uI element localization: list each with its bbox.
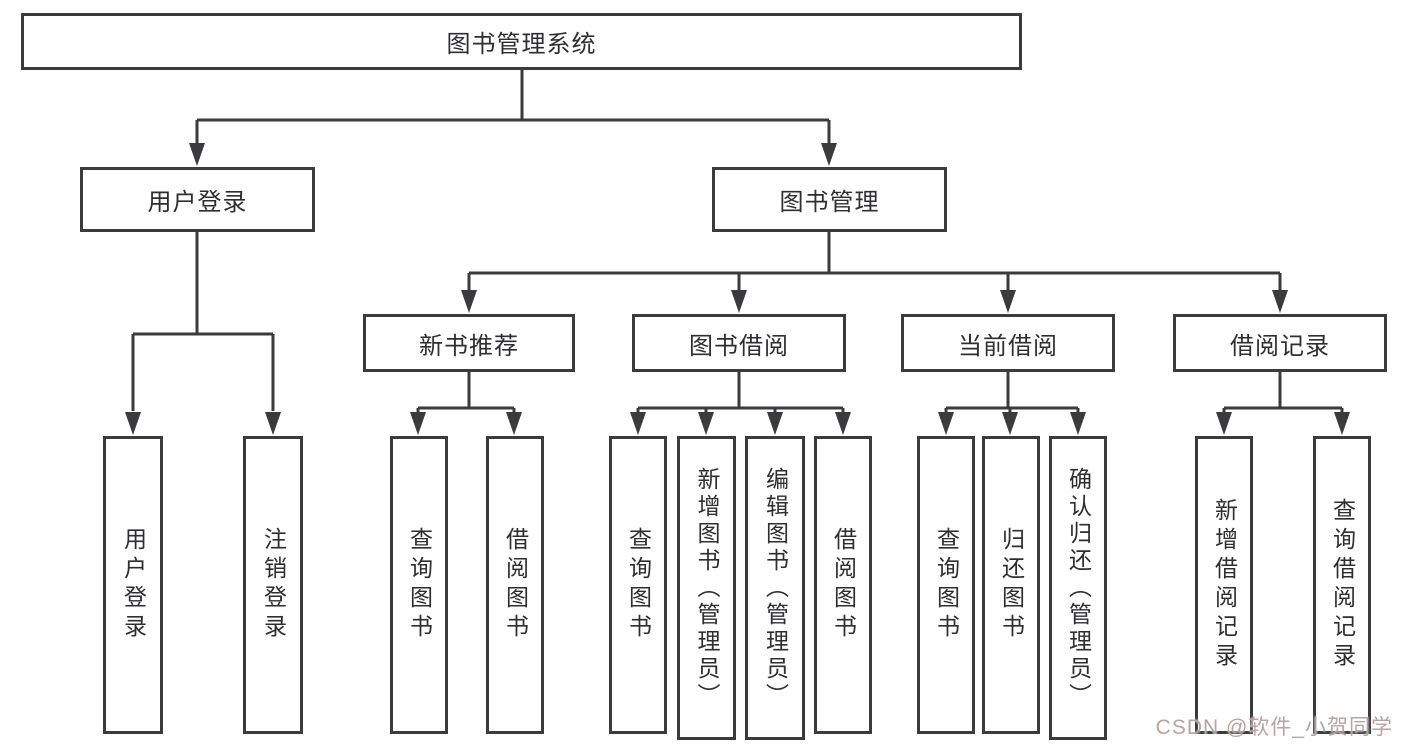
leaf-query-books-current: 查询图书 <box>917 436 975 734</box>
node-label: 确认归还（管理员） <box>1065 466 1092 710</box>
leaf-logout-login: 注销登录 <box>243 436 303 734</box>
node-label: 用户登录 <box>147 189 248 216</box>
node-current-borrow: 当前借阅 <box>901 314 1115 372</box>
node-label: 新书推荐 <box>419 332 519 360</box>
node-book-borrow: 图书借阅 <box>632 314 846 372</box>
leaf-user-login: 用户登录 <box>103 436 163 734</box>
leaf-query-books-borrow: 查询图书 <box>609 436 667 734</box>
node-new-book-recommend: 新书推荐 <box>363 314 575 372</box>
node-label: 图书管理系统 <box>446 31 597 58</box>
node-label: 查询图书 <box>625 527 652 643</box>
node-label: 图书管理 <box>779 189 880 216</box>
node-label: 编辑图书（管理员） <box>762 466 789 710</box>
node-label: 注销登录 <box>260 527 287 643</box>
node-label: 当前借阅 <box>958 332 1058 360</box>
leaf-add-borrow-record: 新增借阅记录 <box>1195 436 1253 734</box>
leaf-borrow-books-recommend: 借阅图书 <box>486 436 544 734</box>
leaf-return-book: 归还图书 <box>982 436 1040 734</box>
leaf-query-borrow-record: 查询借阅记录 <box>1313 436 1371 734</box>
node-user-login: 用户登录 <box>80 167 315 232</box>
arrow-heads <box>125 143 1350 435</box>
node-label: 图书借阅 <box>689 332 789 360</box>
node-book-management: 图书管理 <box>712 167 947 232</box>
node-label: 新增图书（管理员） <box>694 466 720 710</box>
node-borrow-records: 借阅记录 <box>1173 314 1387 372</box>
node-label: 用户登录 <box>120 527 147 643</box>
leaf-edit-book-admin: 编辑图书（管理员） <box>745 436 805 740</box>
node-label: 查询图书 <box>406 527 433 643</box>
node-label: 查询图书 <box>933 527 960 643</box>
leaf-add-book-admin: 新增图书（管理员） <box>677 436 736 740</box>
node-root-library-management-system: 图书管理系统 <box>21 13 1022 70</box>
node-label: 借阅图书 <box>502 527 529 643</box>
node-label: 归还图书 <box>998 527 1025 643</box>
node-label: 查询借阅记录 <box>1329 498 1356 672</box>
leaf-query-books-recommend: 查询图书 <box>390 436 448 734</box>
leaf-confirm-return-admin: 确认归还（管理员） <box>1049 436 1107 740</box>
leaf-borrow-books: 借阅图书 <box>814 436 872 734</box>
node-label: 借阅图书 <box>830 527 857 643</box>
node-label: 借阅记录 <box>1230 332 1330 360</box>
node-label: 新增借阅记录 <box>1211 498 1238 672</box>
